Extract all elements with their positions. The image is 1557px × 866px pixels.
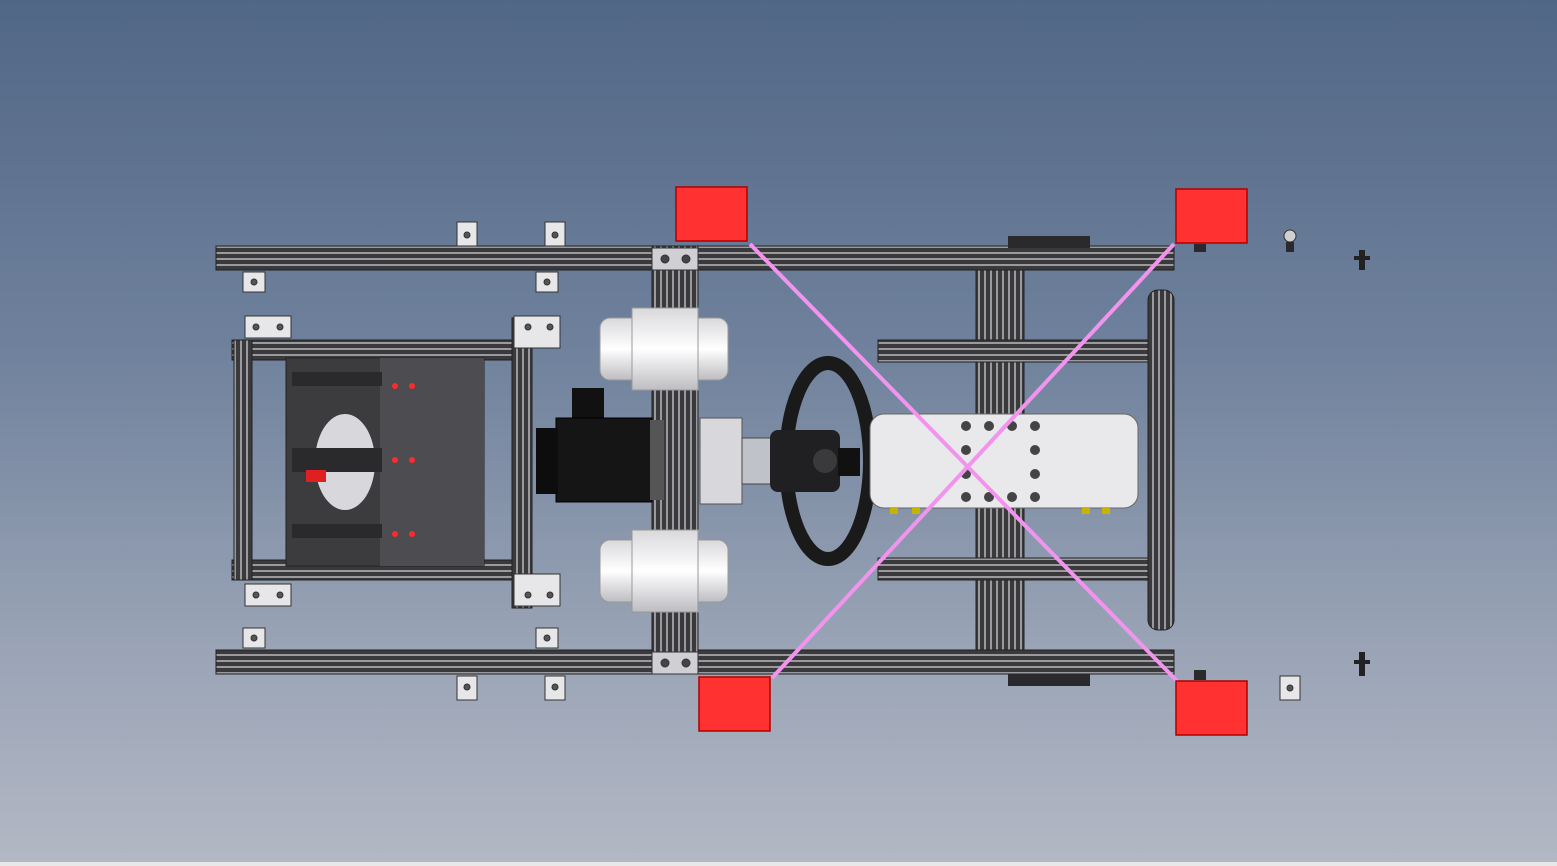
diagonal-b: [770, 242, 1176, 680]
diagonal-a: [748, 242, 1180, 684]
misc-hardware: [1008, 229, 1370, 686]
seat-frame-top: [231, 339, 523, 361]
seat-frame-left: [233, 339, 253, 581]
marker-bottom-right[interactable]: [1175, 680, 1248, 736]
marker-top-right[interactable]: [1175, 188, 1248, 244]
steering-wheel: [770, 356, 877, 566]
marker-bottom-left[interactable]: [698, 676, 771, 732]
pedal-frame-top: [877, 339, 1149, 363]
diagonal-lines: [748, 242, 1180, 684]
pedal-frame-bottom: [877, 557, 1149, 581]
status-strip: [0, 862, 1557, 866]
seat-frame-right: [511, 317, 533, 609]
servo-motor: [536, 388, 664, 503]
seat: [285, 357, 485, 567]
pedal-frame-right: [1147, 289, 1175, 631]
marker-top-left[interactable]: [675, 186, 748, 242]
marker-group: [675, 186, 1248, 736]
actuator-mounts: [599, 307, 779, 613]
corner-brackets: [242, 221, 1301, 701]
